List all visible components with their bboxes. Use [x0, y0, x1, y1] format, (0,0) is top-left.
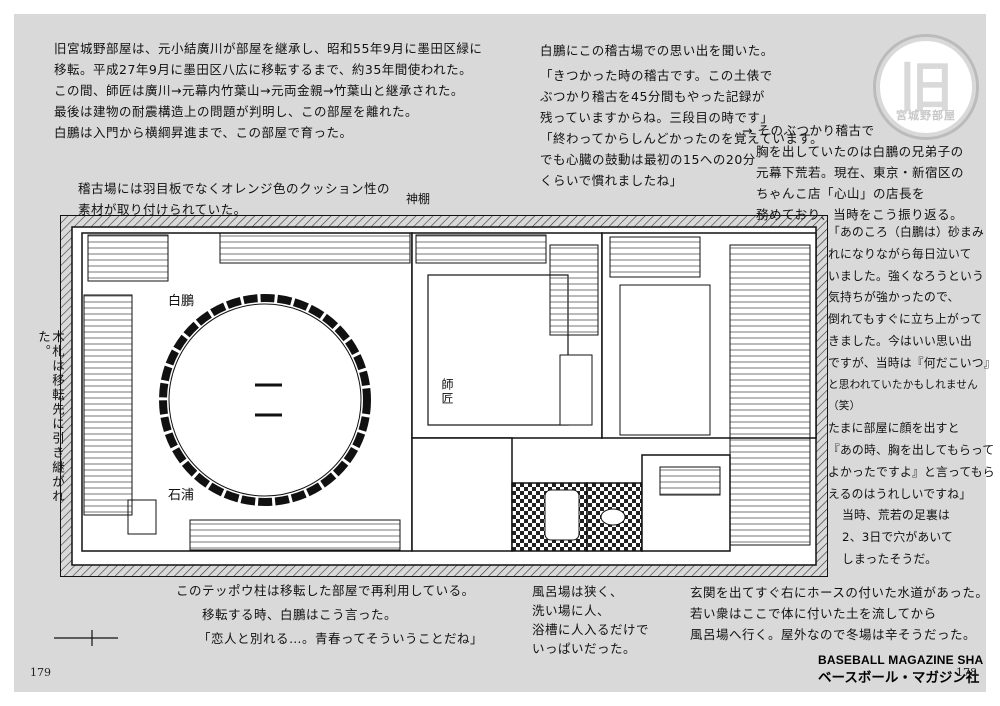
publisher-name-en: BASEBALL MAGAZINE SHA	[818, 653, 984, 667]
quote-line: れになりながら毎日泣いて	[828, 246, 972, 261]
quote-line: 倒れてもすぐに立ち上がって	[828, 312, 983, 327]
side-note-line: 元幕下荒若。現在、東京・新宿区の	[756, 165, 965, 180]
bath-note-line: 浴槽に人入るだけで	[532, 622, 650, 637]
memory-quote-line: 「きつかった時の稽古です。この土俵で	[540, 68, 773, 83]
memory-quote-line: 残っていますからね。三段目の時です」	[540, 110, 774, 125]
memory-heading: 白鵬にこの稽古場での思い出を聞いた。	[540, 43, 774, 58]
scale-mark	[54, 630, 118, 646]
floor-note-line: 稽古場には羽目板でなくオレンジ色のクッション性の	[78, 181, 391, 196]
floor-note: 稽古場には羽目板でなくオレンジ色のクッション性の 素材が取り付けられていた。	[78, 178, 408, 220]
header-line: 移転。平成27年9月に墨田区八広に移転するまで、約35年間使われた。	[54, 62, 473, 77]
entrance-note-line: 若い衆はここで体に付いた土を流してから	[690, 606, 937, 621]
side-note-line: 胸を出していたのは白鵬の兄弟子の	[756, 144, 964, 159]
entrance-note-line: 玄関を出てすぐ右にホースの付いた水道があった。	[690, 585, 989, 600]
quote-line: 当時、荒若の足裏は	[842, 508, 950, 523]
label-sekiura: 石浦	[168, 488, 195, 503]
kamidana-shelf	[415, 234, 547, 264]
page-number-right: 178	[956, 666, 977, 679]
bath-note: 風呂場は狭く、 洗い場に人、 浴槽に人入るだけで いっぱいだった。	[532, 582, 682, 658]
memory-quote-line: くらいで慣れましたね」	[540, 173, 683, 188]
header-line: 旧宮城野部屋は、元小結廣川が部屋を継承し、昭和55年9月に墨田区緑に	[54, 41, 483, 56]
header-line: この間、師匠は廣川→元幕内竹葉山→元両金親→竹葉山と継承された。	[54, 83, 464, 98]
quote-line: ですが、当時は『何だこいつ』	[828, 355, 996, 370]
quote-line: えるのはうれしいですね」	[828, 486, 972, 501]
bath-note-line: 洗い場に人、	[532, 603, 611, 618]
side-note-line: → そのぶつかり稽古で	[742, 123, 875, 138]
quote-line: きました。今はいい思い出	[828, 333, 972, 348]
old-stable-badge: 旧 宮城野部屋	[873, 34, 979, 140]
memory-block: 白鵬にこの稽古場での思い出を聞いた。 「きつかった時の稽古です。この土俵で ぶつ…	[540, 40, 830, 191]
bath-note-line: いっぱいだった。	[532, 641, 637, 656]
pillar-note: このテッポウ柱は移転した部屋で再利用している。	[176, 583, 475, 598]
badge-character: 旧	[899, 56, 953, 119]
entrance-note-line: 風呂場へ行く。屋外なので冬場は辛そうだった。	[690, 627, 977, 642]
top-windows	[219, 232, 411, 264]
entrance-note: 玄関を出てすぐ右にホースの付いた水道があった。 若い衆はここで体に付いた土を流し…	[690, 582, 990, 645]
bottom-windows	[189, 519, 401, 551]
floor-plan	[60, 215, 828, 577]
left-shelf	[87, 234, 169, 282]
teppo-pillar	[127, 499, 157, 535]
arawaka-quote: 「あのころ（白鵬は）砂まみ れになりながら毎日泣いて いました。強くなろうという…	[828, 222, 998, 571]
quote-line: と思われていたかもしれません（笑）	[828, 378, 978, 413]
kamidana-label: 神棚	[406, 192, 431, 206]
quote-line: 2、3日で穴があいて	[842, 530, 954, 545]
badge-caption: 宮城野部屋	[896, 109, 956, 122]
label-hakuho: 白鵬	[168, 294, 195, 309]
memory-quote-line: でも心臓の鼓動は最初の15への20分	[540, 152, 756, 167]
floor-note-line: 素材が取り付けられていた。	[78, 202, 247, 217]
side-note-line: ちゃんこ店「心山」の店長を	[756, 186, 926, 201]
publisher-name-jp: ベースボール・マガジン社	[818, 670, 980, 686]
left-wall-panels	[83, 294, 133, 516]
memory-quote-line: ぶつかり稽古を45分間もやった記録が	[540, 89, 765, 104]
header-notes: 旧宮城野部屋は、元小結廣川が部屋を継承し、昭和55年9月に墨田区緑に 移転。平成…	[54, 38, 524, 143]
header-line: 最後は建物の耐震構造上の問題が判明し、この部屋を離れた。	[54, 104, 419, 119]
quote-line: いました。強くなろうという	[828, 268, 984, 283]
quote-line: 『あの時、胸を出してもらって	[828, 442, 995, 457]
side-note: → そのぶつかり稽古で 胸を出していたのは白鵬の兄弟子の 元幕下荒若。現在、東京…	[742, 120, 982, 225]
washroom	[411, 437, 513, 552]
move-quote: 「恋人と別れる…。青春ってそういうことだね」	[198, 631, 484, 646]
bath-note-line: 風呂場は狭く、	[532, 584, 624, 599]
page-number-left: 179	[30, 666, 51, 679]
quote-line: たまに部屋に顔を出すと	[828, 421, 960, 436]
quote-line: 気持ちが強かったので、	[828, 290, 960, 305]
quote-line: しまったそうだ。	[842, 551, 938, 566]
header-line: 白鵬は入門から横綱昇進まで、この部屋で育った。	[54, 125, 353, 140]
dohyo-ring	[159, 294, 371, 506]
quote-line: よかったですよ』と言ってもら	[828, 464, 995, 479]
label-shisho: 師匠	[440, 378, 454, 406]
right-windows	[729, 244, 811, 546]
memory-quote-line: 「終わってからしんどかったのを覚えています。	[540, 131, 824, 146]
toilet	[600, 508, 626, 526]
move-lead: 移転する時、白鵬はこう言った。	[202, 607, 398, 622]
bathtub	[544, 489, 580, 541]
quote-line: 「あのころ（白鵬は）砂まみ	[828, 225, 984, 239]
